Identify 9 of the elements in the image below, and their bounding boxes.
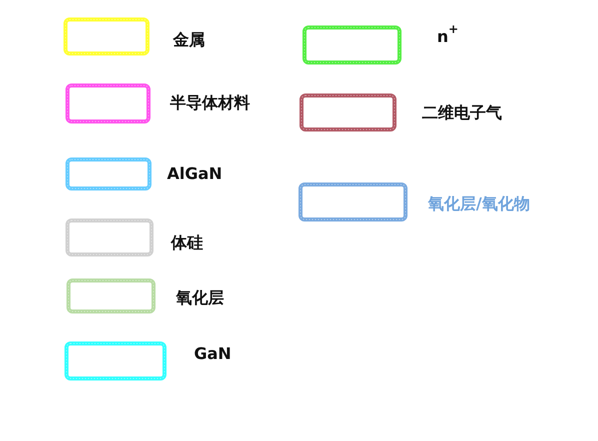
legend-label: 金属 [173,30,205,50]
legend-label: 半导体材料 [170,93,250,113]
legend-label: 二维电子气 [422,103,502,123]
legend-label: AlGaN [167,164,222,184]
legend-label: 氧化层 [176,288,224,308]
legend-label: GaN [194,344,232,364]
legend-label: 体硅 [171,233,203,253]
legend-label: n$^{+}$ [437,27,458,47]
legend-label: 氧化层/氧化物 [428,194,530,214]
